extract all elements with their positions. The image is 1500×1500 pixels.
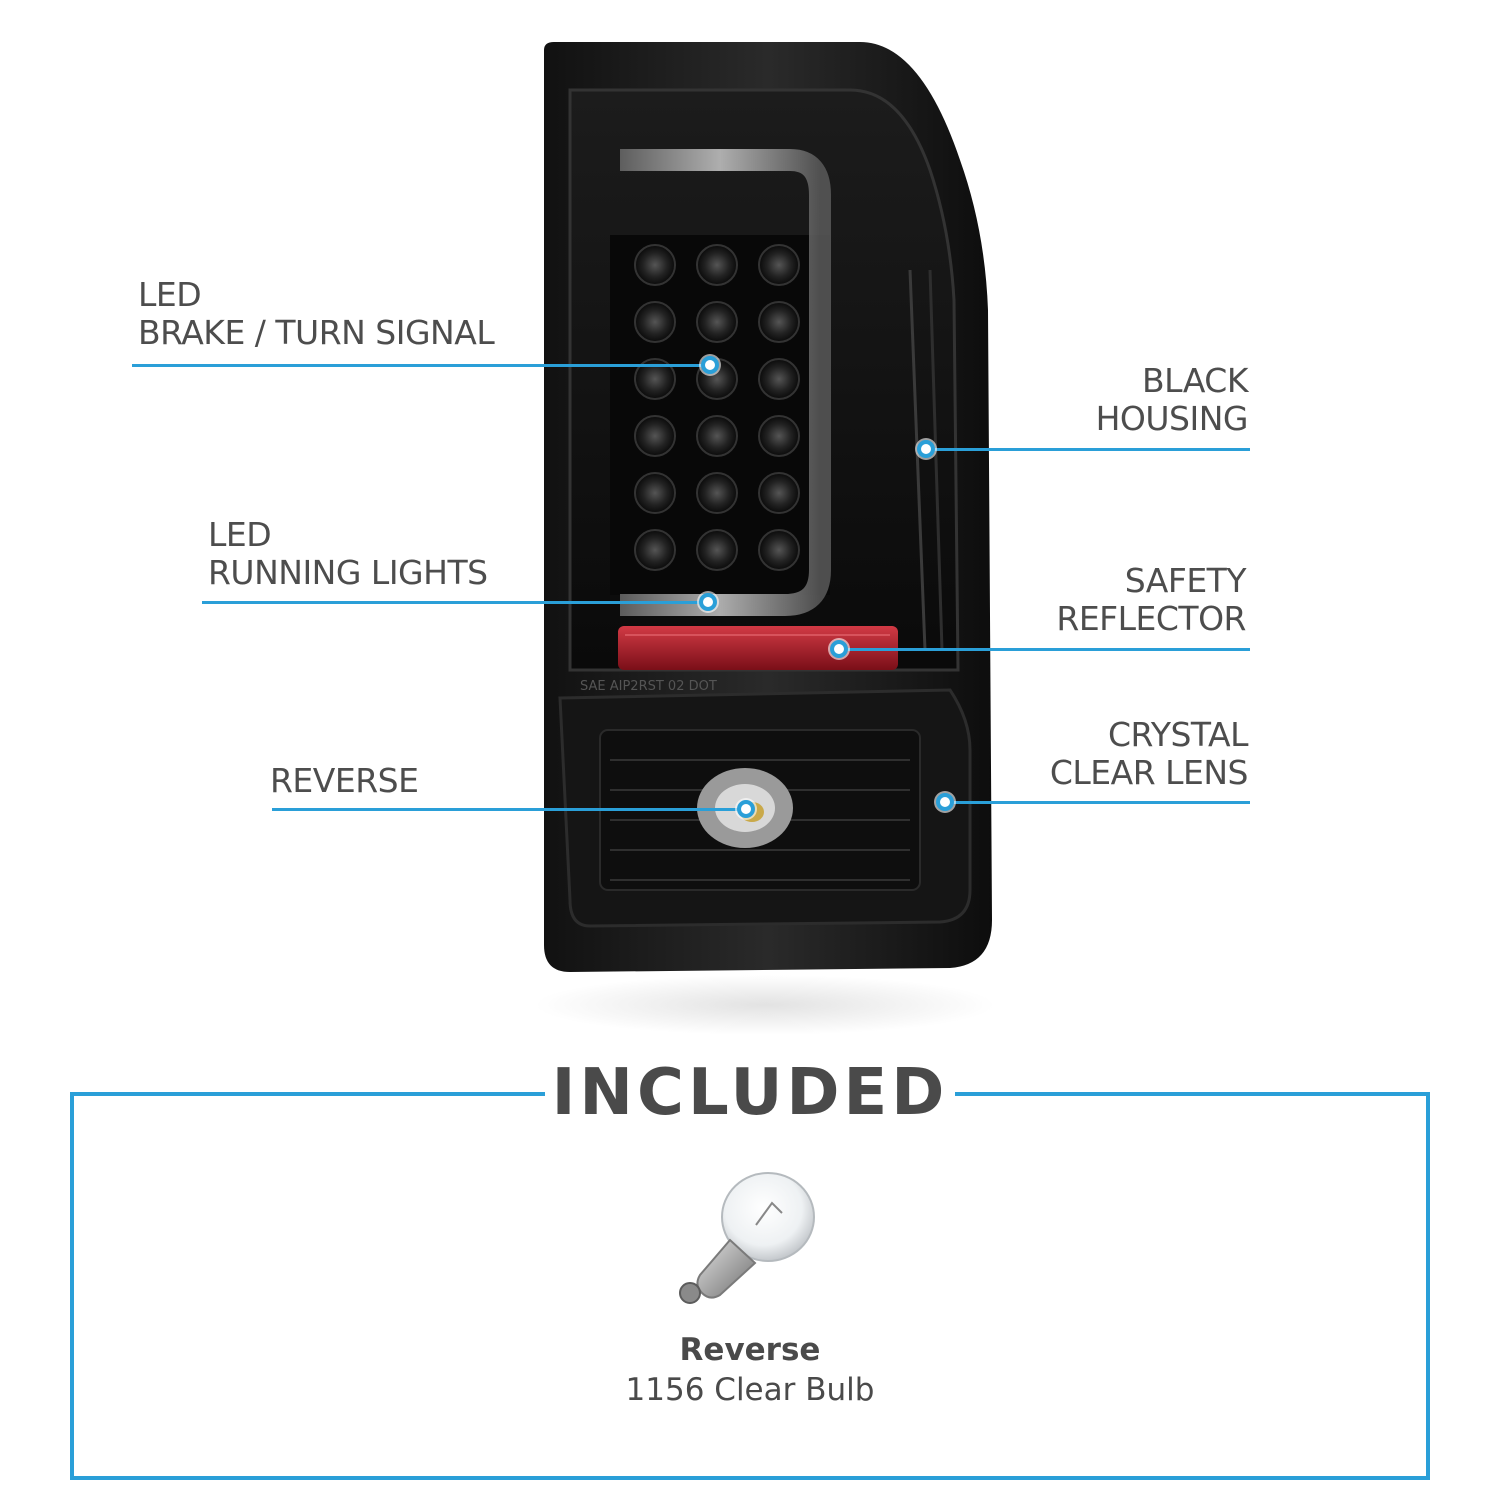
led-cell xyxy=(696,415,738,457)
callout-brake-turn: LED BRAKE / TURN SIGNAL xyxy=(138,275,495,352)
led-cell xyxy=(634,301,676,343)
callout-reverse-line xyxy=(272,808,746,811)
callout-lens: CRYSTAL CLEAR LENS xyxy=(1049,715,1249,792)
callout-reverse-line1: REVERSE xyxy=(270,761,419,800)
included-item-desc: 1156 Clear Bulb xyxy=(625,1372,875,1408)
callout-brake-turn-line1: LED xyxy=(138,275,202,314)
safety-reflector-shape xyxy=(618,626,898,670)
included-item-name: Reverse xyxy=(679,1332,821,1368)
callout-housing-line2: HOUSING xyxy=(1095,399,1249,438)
callout-housing-line1: BLACK xyxy=(1142,361,1248,400)
callout-reflector: SAFETY REFLECTOR xyxy=(1056,562,1246,638)
led-cell xyxy=(696,529,738,571)
led-cell xyxy=(696,472,738,514)
callout-reflector-line1: SAFETY xyxy=(1124,561,1247,600)
callout-running-line xyxy=(202,601,710,604)
callout-reverse: REVERSE xyxy=(270,761,419,800)
callout-reflector-line2: REFLECTOR xyxy=(1056,599,1246,638)
included-title: INCLUDED xyxy=(545,1050,955,1136)
led-cell xyxy=(758,472,800,514)
led-cell xyxy=(758,358,800,400)
tail-lamp-image: SAE AIP2RST 02 DOT xyxy=(535,42,995,1035)
led-cell xyxy=(634,358,676,400)
callout-brake-turn-line xyxy=(132,364,710,367)
callout-brake-turn-dot xyxy=(701,356,719,374)
callout-lens-line2: CLEAR LENS xyxy=(1049,753,1249,792)
callout-running: LED RUNNING LIGHTS xyxy=(208,516,488,592)
light-tube xyxy=(620,149,831,616)
bulb-icon xyxy=(679,1172,815,1304)
led-cell xyxy=(696,301,738,343)
callout-lens-line xyxy=(946,801,1250,804)
callout-running-dot xyxy=(699,593,717,611)
led-cell xyxy=(758,415,800,457)
led-cell xyxy=(758,244,800,286)
callout-lens-dot xyxy=(936,793,954,811)
led-cell xyxy=(634,529,676,571)
callout-reflector-dot xyxy=(830,640,848,658)
callout-housing-line xyxy=(926,448,1250,451)
callout-brake-turn-line2: BRAKE / TURN SIGNAL xyxy=(138,313,495,352)
callout-reverse-dot xyxy=(737,800,755,818)
callout-lens-line1: CRYSTAL xyxy=(1107,715,1249,754)
led-cell xyxy=(758,301,800,343)
led-cell xyxy=(634,472,676,514)
callout-running-line2: RUNNING LIGHTS xyxy=(208,553,488,592)
callout-housing-dot xyxy=(917,440,935,458)
callout-housing: BLACK HOUSING xyxy=(1095,361,1249,438)
led-cell xyxy=(634,244,676,286)
led-cell xyxy=(696,244,738,286)
callout-running-line1: LED xyxy=(208,515,272,554)
lens-marking: SAE AIP2RST 02 DOT xyxy=(580,679,717,694)
led-cell xyxy=(634,415,676,457)
callout-reflector-line xyxy=(840,648,1250,651)
led-cell xyxy=(758,529,800,571)
